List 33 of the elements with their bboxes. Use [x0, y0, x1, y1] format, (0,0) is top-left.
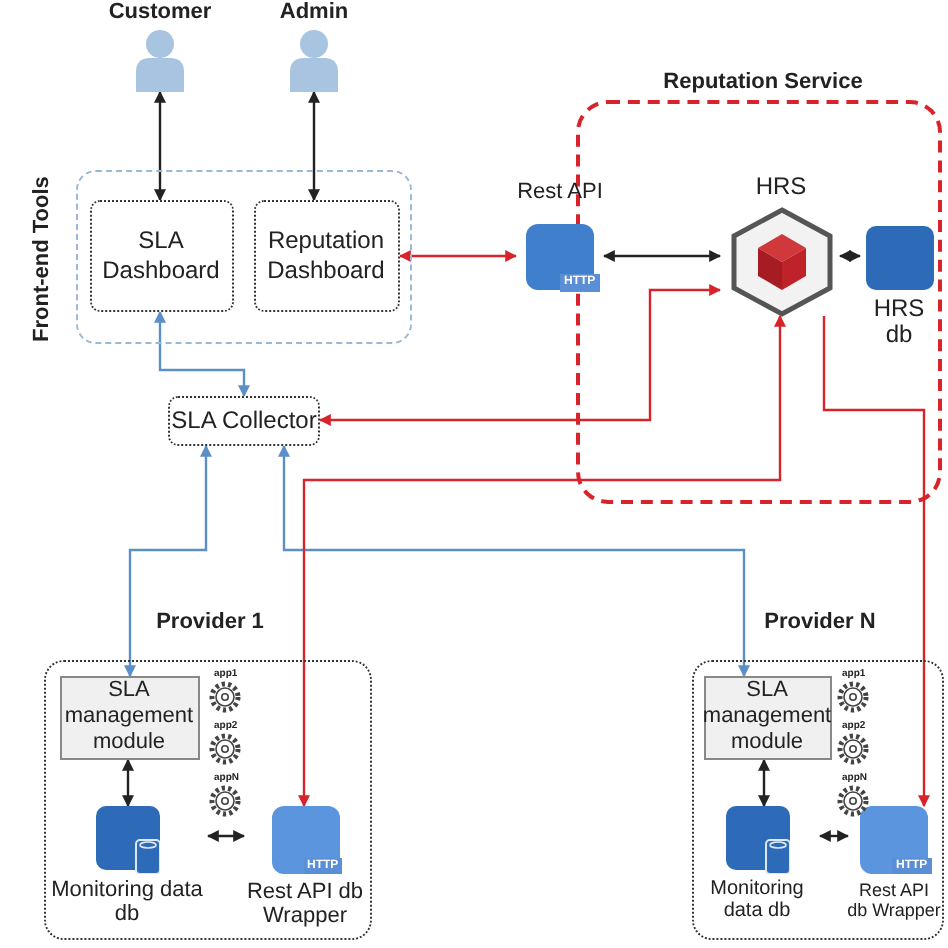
- connector-arrow: [122, 758, 134, 808]
- connector-arrow: [758, 758, 770, 808]
- node-label: Monitoring data db: [708, 877, 806, 923]
- actor-label: Customer: [106, 0, 214, 26]
- group-heading: Provider 1: [154, 610, 266, 634]
- connector-arrow: [818, 830, 850, 842]
- module-box: SLA management module: [703, 675, 831, 759]
- connector-arrow: [838, 250, 862, 262]
- node-label: Rest API db Wrapper: [244, 879, 366, 930]
- node-label: HRS db: [871, 295, 927, 351]
- connector-arrow: [124, 444, 212, 678]
- group-heading: Front-end Tools: [30, 174, 54, 346]
- connector-arrow: [154, 90, 166, 202]
- group-heading: Provider N: [762, 610, 878, 634]
- connector-arrow: [206, 830, 246, 842]
- group-heading: Reputation Service: [661, 70, 865, 94]
- connector-arrow: [298, 314, 786, 808]
- connector-arrow: [602, 250, 722, 262]
- connector-arrow: [154, 310, 250, 398]
- node-label: Rest API db Wrapper: [847, 879, 941, 921]
- process-box: SLA Collector: [168, 396, 320, 446]
- connector-arrow: [398, 250, 518, 262]
- node-label: Monitoring data db: [49, 877, 205, 928]
- process-box: Reputation Dashboard: [253, 199, 399, 311]
- actor-label: Admin: [277, 0, 351, 26]
- connector-arrow: [318, 284, 722, 426]
- connector-arrow: [278, 444, 750, 678]
- connector-arrow: [822, 316, 930, 808]
- connector-arrow: [308, 90, 320, 202]
- node-label: Rest API: [515, 180, 605, 206]
- module-box: SLA management module: [59, 675, 199, 759]
- node-label: HRS: [753, 173, 809, 201]
- process-box: SLA Dashboard: [89, 199, 233, 311]
